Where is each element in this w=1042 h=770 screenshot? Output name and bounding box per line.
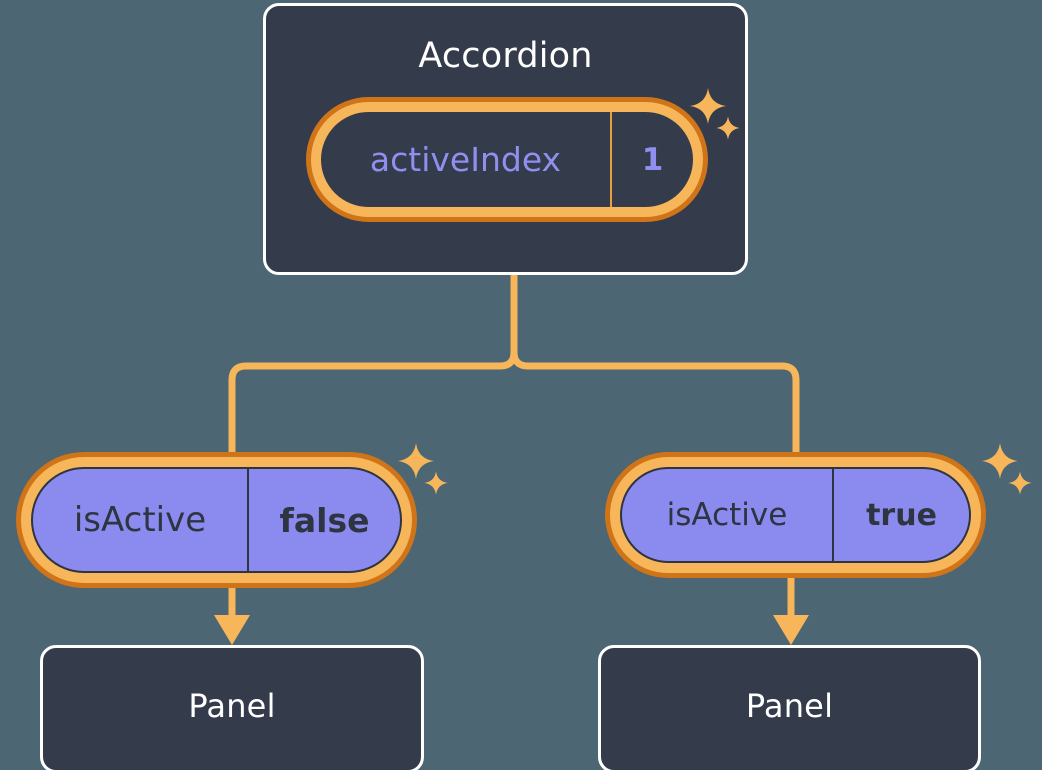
prop-pill-is-active-right[interactable]: isActive true [605, 452, 986, 578]
prop-pill-value: false [279, 500, 370, 540]
connector-branch-right [510, 271, 800, 459]
arrow-head-right [773, 615, 809, 645]
panel-card-right[interactable]: Panel [598, 645, 981, 770]
pill-body: activeIndex 1 [321, 112, 693, 207]
prop-pill-is-active-left[interactable]: isActive false [16, 452, 417, 588]
prop-pill-key: isActive [33, 469, 249, 571]
pill-ring-inner: activeIndex 1 [311, 102, 703, 217]
state-pill-value: 1 [641, 141, 664, 178]
sparkle-icon-small [716, 116, 740, 140]
prop-pill-key: isActive [622, 469, 834, 561]
sparkle-icon-small [1008, 471, 1032, 495]
pill-body: isActive true [620, 467, 971, 563]
sparkle-icon [982, 443, 1018, 479]
prop-pill-value: true [866, 497, 937, 533]
accordion-title: Accordion [418, 36, 593, 76]
sparkle-icon-small [424, 471, 448, 495]
panel-title: Panel [188, 687, 276, 725]
arrow-head-left [214, 615, 250, 645]
panel-title: Panel [745, 687, 834, 725]
state-pill-key: activeIndex [321, 112, 612, 207]
panel-card-left[interactable]: Panel [40, 645, 424, 770]
pill-ring-inner: isActive false [21, 457, 412, 583]
pill-body: isActive false [31, 467, 402, 573]
pill-ring-inner: isActive true [610, 457, 981, 573]
sparkle-icon [690, 88, 726, 124]
state-pill-active-index[interactable]: activeIndex 1 [306, 97, 708, 222]
sparkle-icon [398, 443, 434, 479]
connector-branch-left [228, 271, 518, 459]
